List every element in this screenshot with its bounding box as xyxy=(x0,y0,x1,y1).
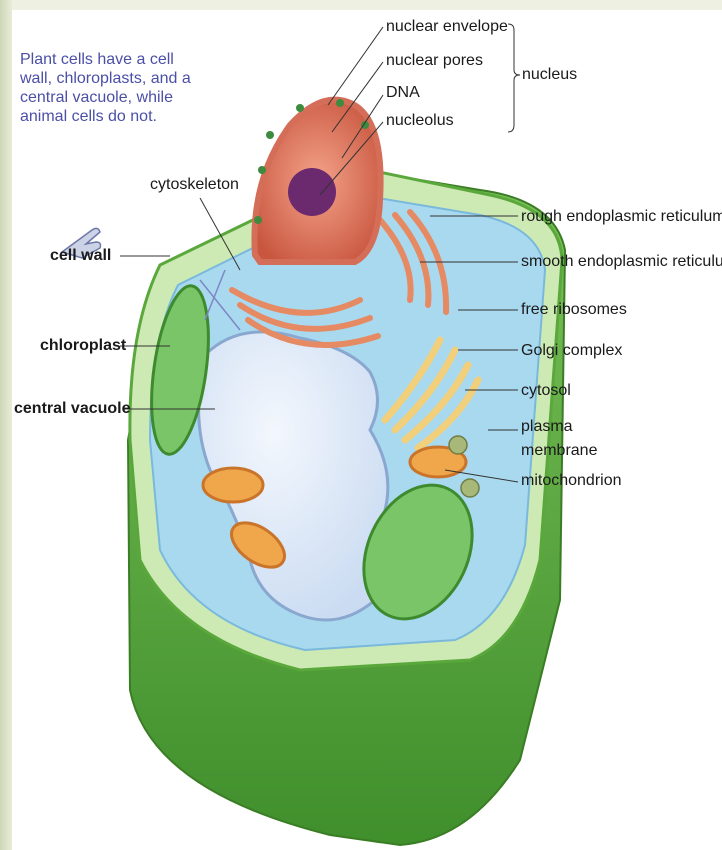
label-central-vacuole: central vacuole xyxy=(14,400,131,418)
label-smooth-er: smooth endoplasmic reticulum xyxy=(521,253,722,271)
label-nuclear-envelope: nuclear envelope xyxy=(386,18,508,36)
label-membrane: membrane xyxy=(521,442,597,460)
intro-line-3: central vacuole, while xyxy=(20,88,220,107)
intro-line-4: animal cells do not. xyxy=(20,107,220,126)
label-free-ribosomes: free ribosomes xyxy=(521,301,627,319)
label-mitochondrion: mitochondrion xyxy=(521,472,622,490)
label-nucleolus: nucleolus xyxy=(386,112,454,130)
label-nucleus: nucleus xyxy=(522,66,577,84)
label-nuclear-pores: nuclear pores xyxy=(386,52,483,70)
label-chloroplast: chloroplast xyxy=(40,337,126,355)
label-golgi-complex: Golgi complex xyxy=(521,342,622,360)
nucleus xyxy=(254,99,381,262)
intro-line-2: wall, chloroplasts, and a xyxy=(20,69,220,88)
intro-line-1: Plant cells have a cell xyxy=(20,50,220,69)
intro-note: Plant cells have a cell wall, chloroplas… xyxy=(20,50,220,126)
label-cytosol: cytosol xyxy=(521,382,571,400)
label-plasma: plasma xyxy=(521,418,573,436)
label-rough-er: rough endoplasmic reticulum xyxy=(521,208,722,226)
label-cell-wall: cell wall xyxy=(50,247,111,265)
label-dna: DNA xyxy=(386,84,420,102)
label-cytoskeleton: cytoskeleton xyxy=(150,176,239,194)
